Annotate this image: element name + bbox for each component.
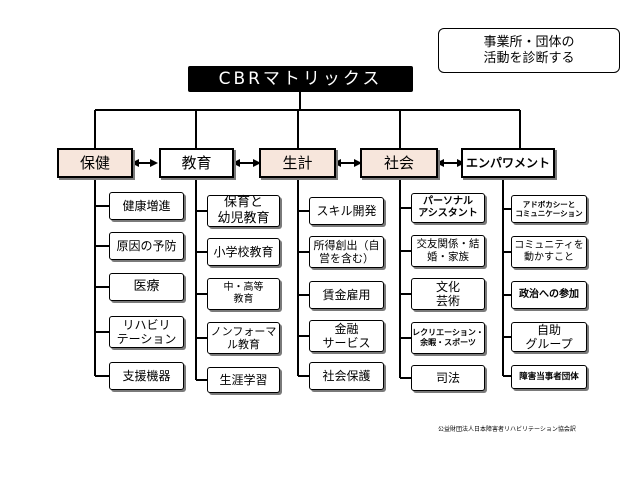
item-advocacy: アドボカシーと コミュニケーション [511, 195, 587, 223]
category-empowerment: エンパワメント [461, 148, 555, 178]
item-social-protection: 社会保護 [309, 362, 384, 390]
item-rehabilitation: リハビリ テーション [109, 316, 184, 348]
item-health-promotion: 健康増進 [109, 192, 184, 220]
item-early-childhood: 保育と 幼児教育 [207, 195, 280, 227]
item-community-mobilisation: コミュニティを 動かすこと [511, 236, 587, 268]
item-skills: スキル開発 [309, 197, 384, 225]
item-recreation: レクリエーション・ 余暇・スポーツ [411, 322, 485, 354]
item-political-participation: 政治への参加 [511, 281, 587, 309]
item-prevention: 原因の予防 [109, 232, 184, 260]
diagram-title: CBRマトリックス [188, 66, 413, 92]
item-dpo: 障害当事者団体 [511, 365, 587, 389]
item-medical-care: 医療 [109, 273, 184, 301]
item-primary: 小学校教育 [207, 238, 280, 266]
item-self-help-groups: 自助 グループ [511, 322, 587, 352]
item-justice: 司法 [411, 365, 485, 391]
item-assistive-devices: 支援機器 [109, 362, 184, 390]
note-box: 事業所・団体の 活動を診断する [438, 28, 620, 73]
item-culture-arts: 文化 芸術 [411, 278, 485, 310]
category-education: 教育 [159, 148, 234, 178]
item-personal-assistance: パーソナル アシスタント [411, 193, 485, 223]
category-health: 保健 [57, 148, 133, 178]
item-lifelong: 生涯学習 [207, 367, 280, 393]
item-non-formal: ノンフォーマ ル教育 [207, 322, 280, 354]
item-financial-services: 金融 サービス [309, 320, 384, 352]
item-secondary-higher: 中・高等 教育 [207, 278, 280, 310]
item-relationships: 交友関係・結 婚・家族 [411, 235, 485, 267]
item-wage-employment: 賃金雇用 [309, 281, 384, 309]
category-social: 社会 [360, 148, 438, 178]
category-livelihood: 生計 [259, 148, 336, 178]
item-self-employment: 所得創出（自 営を含む） [309, 236, 384, 268]
translation-credit: 公益財団法人日本障害者リハビリテーション協会訳 [438, 426, 576, 433]
